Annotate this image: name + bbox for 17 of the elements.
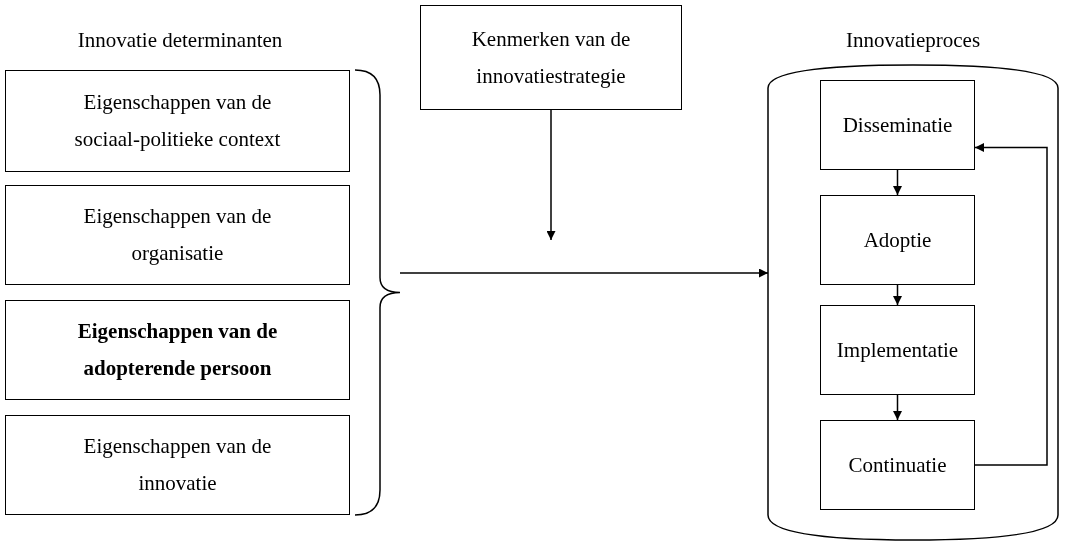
process-box: Eigenschappen van de organisatie [5, 185, 350, 285]
group-heading: Innovatieproces [845, 28, 981, 53]
arrow [893, 284, 902, 306]
group-heading: Innovatie determinanten [77, 28, 283, 53]
arrow [893, 394, 902, 421]
process-box: Kenmerken van de innovatiestrategie [420, 5, 682, 110]
process-box: Disseminatie [820, 80, 975, 170]
arrow [399, 268, 769, 278]
process-box: Continuatie [820, 420, 975, 510]
process-box: Eigenschappen van de innovatie [5, 415, 350, 515]
process-box: Implementatie [820, 305, 975, 395]
arrow [546, 109, 556, 241]
arrow [893, 169, 902, 196]
process-box: Eigenschappen van de sociaal-politieke context [5, 70, 350, 172]
arrow [974, 143, 1048, 466]
process-box: Eigenschappen van de adopterende persoon [5, 300, 350, 400]
process-box: Adoptie [820, 195, 975, 285]
